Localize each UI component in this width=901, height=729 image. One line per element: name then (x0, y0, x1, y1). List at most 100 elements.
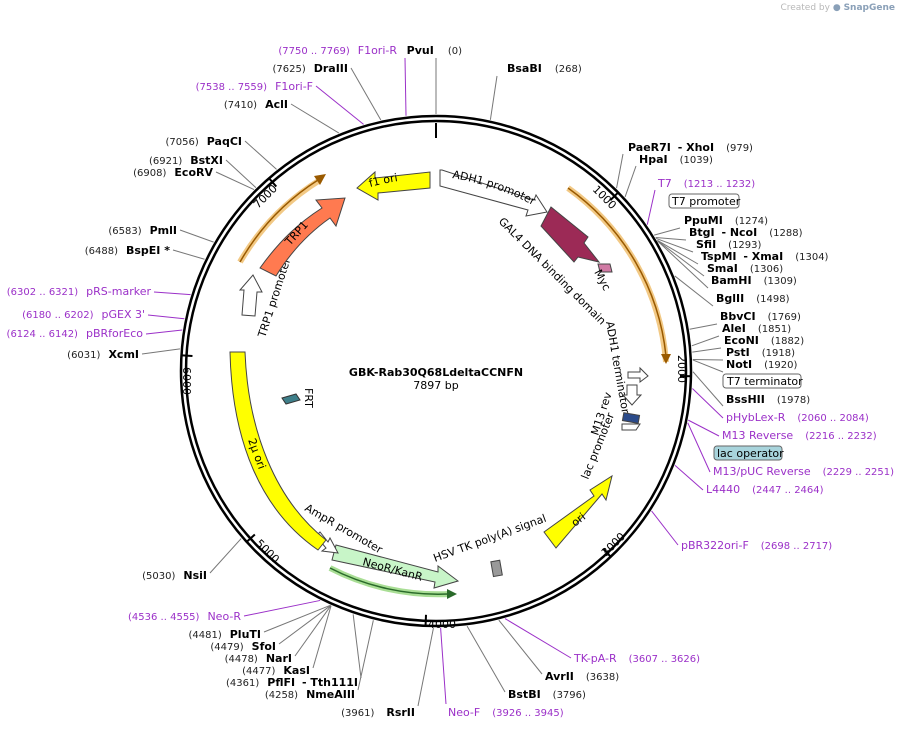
leader-pflfi (352, 614, 362, 679)
enzyme-nmeaiii[interactable]: (4258)NmeAIII (265, 688, 355, 701)
tick-labels: 1000 2000 3000 4000 5000 6000 7000 (180, 182, 688, 631)
leader-phyblex-r (692, 388, 724, 419)
enzyme-pvui[interactable]: PvuI(0) (407, 44, 462, 57)
primer-f1ori-r[interactable]: (7750 .. 7769)F1ori-R (278, 44, 397, 57)
leader-btgi (655, 237, 687, 241)
enzyme-acli[interactable]: (7410)AclI (224, 98, 288, 111)
hsv-tk-marker (490, 559, 503, 578)
small-white-arrow (621, 384, 643, 406)
tick-label-2000: 2000 (675, 355, 688, 383)
leader-noti (692, 359, 724, 373)
ori-arrow (543, 474, 613, 549)
gal4-arrow (540, 206, 601, 263)
credit-watermark: Created by ● SnapGene (780, 3, 895, 13)
primer-t7[interactable]: T7(1213 .. 1232) (657, 177, 755, 190)
t7-promoter-label[interactable]: T7 promoter (671, 195, 741, 208)
leader-ecorv (215, 171, 255, 190)
trp1-line (239, 179, 319, 263)
primer-m13-puc-reverse[interactable]: M13/pUC Reverse(2229 .. 2251) (713, 465, 894, 478)
enzyme-hpai[interactable]: HpaI(1039) (639, 153, 713, 166)
leader-f1ori-r (404, 57, 407, 116)
enzyme-pmli[interactable]: (6583)PmlI (108, 224, 177, 237)
trp1-line-arrowhead (314, 174, 326, 185)
enzyme-draiii[interactable]: (7625)DraIII (272, 62, 348, 75)
enzyme-bsshii[interactable]: BssHII(1978) (726, 393, 810, 406)
enzyme-sfii[interactable]: SfiI(1293) (696, 238, 762, 251)
enzyme-avrii[interactable]: AvrII(3638) (545, 670, 619, 683)
enzyme-nsii[interactable]: (5030)NsiI (142, 569, 207, 582)
trp1-promoter-arrow (238, 274, 263, 317)
enzyme-bbvci[interactable]: BbvCI(1769) (720, 310, 801, 323)
leader-pbr322ori-f (651, 510, 679, 546)
enzyme-btgi-ncoi[interactable]: BtgI - NcoI(1288) (689, 226, 803, 239)
enzyme-pflfi-tth111i[interactable]: (4361)PflFI - Tth111I (226, 676, 358, 689)
enzyme-psti[interactable]: PstI(1918) (726, 346, 795, 359)
leader-avrii (498, 619, 543, 675)
primer-l4440[interactable]: L4440(2447 .. 2464) (706, 483, 824, 496)
snapgene-logo-icon: ● (832, 3, 841, 13)
t7-terminator-label[interactable]: T7 terminator (726, 375, 803, 388)
enzyme-bspei[interactable]: (6488)BspEI * (85, 244, 171, 257)
enzyme-bamhi[interactable]: BamHI(1309) (711, 274, 797, 287)
primer-neo-r[interactable]: (4536 .. 4555)Neo-R (128, 610, 241, 623)
primer-pbr322ori-f[interactable]: pBR322ori-F(2698 .. 2717) (681, 539, 832, 552)
primer-pbrforeco[interactable]: (6124 .. 6142)pBRforEco (7, 327, 144, 340)
credit-brand: SnapGene (843, 3, 895, 13)
enzyme-kasi[interactable]: (4477)KasI (242, 664, 310, 677)
leader-rsrii (417, 627, 434, 707)
enzyme-paer7i-xhoi[interactable]: PaeR7I - XhoI(979) (628, 141, 753, 154)
ring-tick-5000 (245, 533, 256, 544)
leader-nmeaiii (357, 620, 374, 691)
enzyme-nari[interactable]: (4478)NarI (225, 652, 292, 665)
leader-bamhi (657, 240, 709, 289)
leader-bstxi (225, 159, 257, 189)
leader-xcmi (141, 348, 181, 355)
t7-promoter-box (668, 193, 740, 209)
primer-m13-reverse[interactable]: M13 Reverse(2216 .. 2232) (722, 429, 877, 442)
primer-neo-f[interactable]: Neo-F(3926 .. 3945) (448, 706, 564, 719)
enzyme-sfoi[interactable]: (4479)SfoI (210, 640, 276, 653)
leader-pmli (179, 229, 214, 243)
enzyme-alei[interactable]: AleI(1851) (722, 322, 791, 335)
enzyme-econi[interactable]: EcoNI(1882) (724, 334, 804, 347)
primer-prs-marker[interactable]: (6302 .. 6321)pRS-marker (7, 285, 152, 298)
myc-arrow (597, 263, 613, 273)
enzyme-noti[interactable]: NotI(1920) (726, 358, 797, 371)
enzyme-paqci[interactable]: (7056)PaqCI (166, 135, 243, 148)
leader-nari (294, 605, 332, 657)
leader-tk-pa-r (504, 618, 572, 659)
primer-f1ori-f[interactable]: (7538 .. 7559)F1ori-F (196, 80, 313, 93)
enzyme-bglii[interactable]: BglII(1498) (716, 292, 790, 305)
lac-operator-box (713, 445, 783, 461)
enzyme-labels: PvuI(0) BsaBI(268) PaeR7I - XhoI(979) Hp… (67, 44, 828, 719)
enzyme-xcmi[interactable]: (6031)XcmI (67, 348, 139, 361)
primer-pgex-3[interactable]: (6180 .. 6202)pGEX 3' (22, 308, 145, 321)
f1-ori-label: f1 ori (367, 171, 398, 190)
enzyme-bsabi[interactable]: BsaBI(268) (507, 62, 582, 75)
plasmid-name: GBK-Rab30Q68LdeltaCCNFN (349, 366, 523, 379)
enzyme-bstbi[interactable]: BstBI(3796) (508, 688, 586, 701)
lac-operator-marker (621, 412, 641, 424)
enzyme-ppumi[interactable]: PpuMI(1274) (684, 214, 768, 227)
ring-tick-1000 (609, 191, 620, 201)
enzyme-rsrii[interactable]: (3961)RsrII (341, 706, 415, 719)
enzyme-ecorv[interactable]: (6908)EcoRV (133, 166, 213, 179)
leader-f1ori-f (315, 85, 364, 125)
enzyme-pluti[interactable]: (4481)PluTI (188, 628, 261, 641)
primer-phyblex-r[interactable]: pHybLex-R(2060 .. 2084) (726, 411, 869, 424)
enzyme-tspmi-xmai[interactable]: TspMI - XmaI(1304) (701, 250, 829, 263)
tick-marks (180, 123, 692, 627)
leader-tspmi (657, 239, 699, 265)
leader-smai (657, 240, 705, 277)
enzyme-smai[interactable]: SmaI(1306) (707, 262, 783, 275)
lac-operator-label[interactable]: lac operator (717, 447, 784, 460)
leader-m13-reverse (688, 419, 720, 437)
primer-tk-pa-r[interactable]: TK-pA-R(3607 .. 3626) (573, 652, 700, 665)
boxed-labels: T7 promoter T7 terminator lac operator (668, 193, 803, 461)
neo-arrow (331, 544, 460, 589)
leader-bbvci (689, 323, 718, 330)
ring-tick-3000 (602, 548, 613, 559)
enzyme-bstxi[interactable]: (6921)BstXI (149, 154, 223, 167)
ring-tick-7000 (267, 176, 278, 188)
